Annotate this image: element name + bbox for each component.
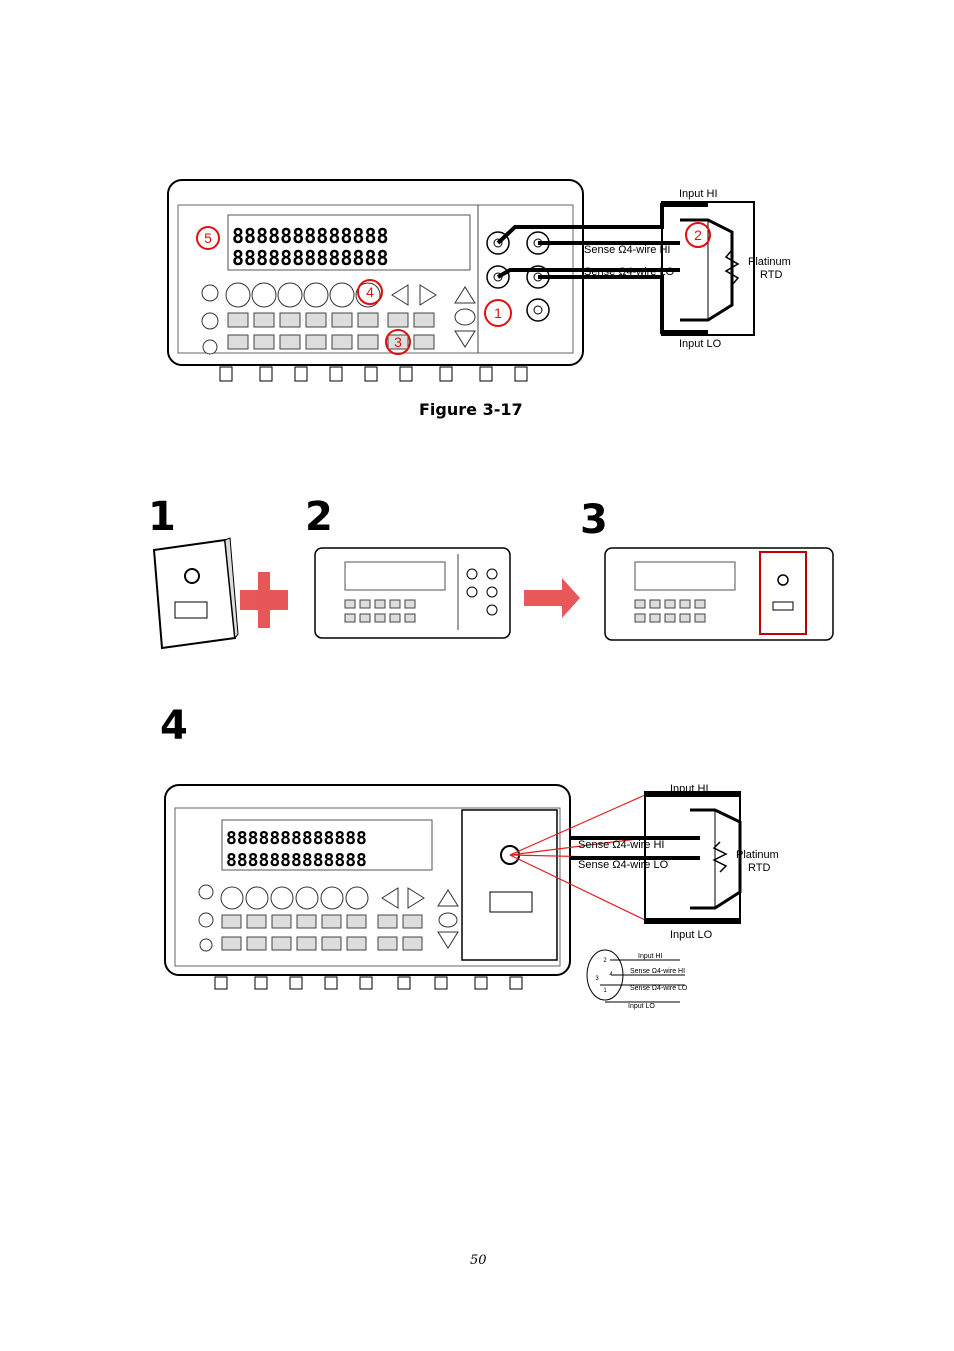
step4-display-line-1: 8888888888888 xyxy=(226,828,367,849)
page-number: 50 xyxy=(470,1253,487,1268)
pin-legend-input-lo: Input LO xyxy=(628,1003,655,1010)
callout-4: 4 xyxy=(366,284,374,300)
pin-number-3: 3 xyxy=(595,976,599,982)
callout-5: 5 xyxy=(204,230,212,246)
display-line-1: 8888888888888 xyxy=(232,224,389,248)
callout-2: 2 xyxy=(694,227,702,243)
step4-label-sense-hi: Sense Ω4-wire HI xyxy=(578,839,664,851)
figure-3-17-diagram: 8888888888888 8888888888888 xyxy=(167,179,791,382)
step-1-number: 1 xyxy=(148,494,176,540)
pin-legend-input-hi: Input HI xyxy=(638,953,663,960)
pin-legend-sense-hi: Sense Ω4-wire HI xyxy=(630,968,685,975)
label-sense-lo: Sense Ω4-wire LO xyxy=(584,266,675,278)
label-sense-hi: Sense Ω4-wire HI xyxy=(584,244,670,256)
callout-1: 1 xyxy=(494,305,502,321)
callout-3: 3 xyxy=(394,334,402,350)
step-4-number: 4 xyxy=(160,703,188,749)
pin-number-2: 2 xyxy=(603,958,607,964)
pin-number-4: 4 xyxy=(609,972,613,978)
label-input-lo: Input LO xyxy=(679,338,722,350)
steps-illustration xyxy=(152,537,834,650)
step-3-number: 3 xyxy=(580,497,608,543)
label-input-hi: Input HI xyxy=(679,188,718,200)
step4-label-input-lo: Input LO xyxy=(670,929,713,941)
pin-legend-sense-lo: Sense Ω4-wire LO xyxy=(630,985,688,992)
step4-label-input-hi: Input HI xyxy=(670,783,709,795)
step-4-diagram: 8888888888888 8888888888888 xyxy=(164,783,779,1010)
step-2-number: 2 xyxy=(305,494,333,540)
figure-caption: Figure 3-17 xyxy=(419,400,523,419)
pin-number-1: 1 xyxy=(603,988,607,994)
display-line-2: 8888888888888 xyxy=(232,246,389,270)
step4-label-rtd: RTD xyxy=(748,862,770,874)
label-rtd: RTD xyxy=(760,269,782,281)
step4-label-sense-lo: Sense Ω4-wire LO xyxy=(578,859,669,871)
step4-label-platinum: Platinum xyxy=(736,849,779,861)
step4-display-line-2: 8888888888888 xyxy=(226,850,367,871)
label-platinum: Platinum xyxy=(748,256,791,268)
